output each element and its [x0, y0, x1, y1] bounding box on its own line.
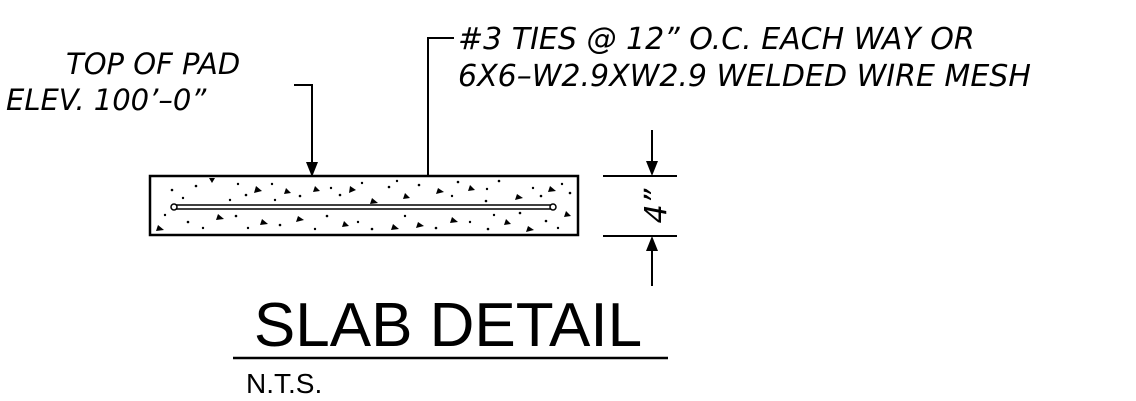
- top-of-pad-label: TOP OF PAD: [66, 47, 240, 81]
- ties-note-line2: 6X6–W2.9XW2.9 WELDED WIRE MESH: [458, 59, 1031, 94]
- drawing-scale: N.T.S.: [246, 368, 322, 399]
- ties-note-line1: #3 TIES @ 12” O.C. EACH WAY OR: [458, 22, 975, 57]
- thickness-dimension-label: 4”: [639, 188, 674, 223]
- drawing-title: SLAB DETAIL: [254, 291, 642, 360]
- concrete-slab: [148, 174, 580, 237]
- thickness-dimension: 4”: [603, 130, 677, 286]
- pad-elevation-label: ELEV. 100’–0”: [6, 83, 207, 117]
- concrete-aggregate: [156, 178, 572, 232]
- top-of-pad-leader: [294, 84, 318, 177]
- wire-mesh: [170, 203, 557, 211]
